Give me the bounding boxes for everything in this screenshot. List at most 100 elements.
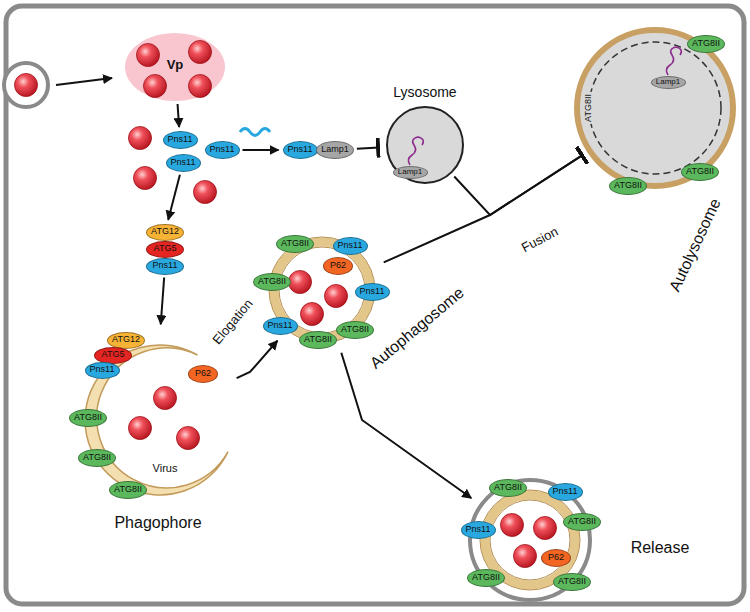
- protein-label: Lamp1: [656, 78, 680, 87]
- protein-oval: P62: [541, 549, 571, 567]
- protein-label: ATG8II: [686, 167, 714, 177]
- arrow-connector: [178, 104, 180, 127]
- protein-oval: Pns11: [461, 521, 496, 539]
- protein-oval: Lamp1: [393, 166, 428, 179]
- protein-label: Pns11: [268, 321, 293, 331]
- protein-oval: Pns11: [355, 283, 390, 301]
- protein-oval: P62: [323, 257, 353, 275]
- protein-oval: Pns11: [85, 362, 120, 379]
- entry-vesicle: [4, 63, 48, 107]
- edge-label: Fusion: [518, 224, 563, 257]
- viral-rna: [240, 129, 270, 136]
- organelle-label: Phagophore: [114, 514, 201, 532]
- protein-label: Pns11: [171, 158, 196, 168]
- annotation-label: ATG8II: [584, 92, 594, 124]
- protein-oval: Pns11: [548, 483, 583, 501]
- protein-label: ATG8II: [558, 577, 586, 587]
- organelle: AutophagosomePns11Pns11Pns11ATG8IIATG8II…: [257, 228, 387, 353]
- protein-oval: Lamp1: [316, 141, 354, 159]
- protein-oval: Pns11: [146, 258, 184, 275]
- protein-label: Pns11: [288, 145, 313, 155]
- protein-label: ATG8II: [258, 277, 286, 287]
- protein-label: Pns11: [553, 487, 578, 497]
- organelle: LysosomeLamp1: [385, 105, 465, 185]
- protein-oval: Pns11: [205, 141, 240, 159]
- lysosome-shape: [387, 107, 463, 183]
- arrow-connector: [168, 175, 180, 220]
- protein-oval: Pns11: [163, 131, 198, 149]
- protein-oval: ATG8II: [687, 35, 725, 53]
- protein-oval: ATG8II: [489, 479, 527, 497]
- arrow-connector: [161, 277, 164, 324]
- protein-oval: P62: [188, 365, 218, 383]
- arrow-connector: [341, 353, 471, 498]
- protein-oval: ATG8II: [253, 273, 291, 291]
- protein-label: ATG8II: [472, 573, 500, 583]
- protein-oval: Pns11: [166, 154, 201, 172]
- protein-oval: ATG8II: [563, 513, 601, 531]
- organelle: Vp: [125, 33, 225, 101]
- organelle-label: Release: [631, 539, 690, 557]
- viroplasm: [125, 33, 225, 101]
- protein-label: ATG12: [112, 335, 140, 345]
- protein-label: ATG8II: [692, 39, 720, 49]
- protein-label: ATG5: [154, 244, 177, 254]
- protein-label: Lamp1: [321, 145, 349, 155]
- protein-oval: ATG5: [94, 347, 132, 364]
- protein-oval: ATG12: [107, 332, 145, 349]
- protein-oval: Pns11: [263, 317, 298, 335]
- annotation-label: Virus: [151, 462, 180, 474]
- protein-oval: ATG12: [146, 224, 184, 241]
- protein-oval: ATG8II: [109, 481, 147, 499]
- inhibition-connector: [357, 148, 379, 149]
- protein-label: Lamp1: [398, 168, 422, 177]
- organelle: ReleasePns11Pns11ATG8IIATG8IIATG8IIATG8I…: [460, 475, 600, 605]
- protein-oval: ATG8II: [276, 235, 314, 253]
- arrow-connector: [237, 341, 278, 378]
- protein-label: Pns11: [210, 145, 235, 155]
- edge-label: Elogation: [209, 295, 257, 349]
- protein-oval: Pns11: [283, 141, 318, 159]
- cell-membrane: [6, 6, 744, 604]
- protein-label: P62: [330, 261, 346, 271]
- inhibition-connector: [454, 155, 583, 215]
- protein-oval: ATG5: [146, 241, 184, 258]
- protein-label: Pns11: [153, 261, 178, 271]
- protein-label: ATG8II: [341, 325, 369, 335]
- protein-label: ATG8II: [304, 335, 332, 345]
- protein-label: ATG8II: [614, 181, 642, 191]
- arrow-connector: [243, 149, 279, 151]
- protein-oval: ATG8II: [336, 321, 374, 339]
- protein-oval: Lamp1: [651, 76, 686, 89]
- protein-label: ATG8II: [74, 413, 102, 423]
- protein-label: ATG8II: [494, 483, 522, 493]
- protein-oval: ATG8II: [609, 177, 647, 195]
- protein-label: Pns11: [466, 525, 491, 535]
- organelle: AutolysosomeATG8IIATG8IIATG8IILamp1: [575, 28, 735, 188]
- protein-oval: ATG8II: [69, 409, 107, 427]
- inhibition-connector: [384, 155, 583, 263]
- protein-oval: ATG8II: [681, 163, 719, 181]
- protein-oval: ATG8II: [553, 573, 591, 591]
- protein-oval: ATG8II: [467, 569, 505, 587]
- entry-arrow: [56, 78, 112, 85]
- protein-label: Pns11: [90, 365, 115, 375]
- protein-label: ATG8II: [83, 453, 111, 463]
- protein-label: Pns11: [168, 135, 193, 145]
- protein-label: ATG5: [102, 350, 125, 360]
- organelle: PhagophoreATG12ATG5Pns11ATG8IIATG8IIATG8…: [66, 328, 242, 505]
- protein-oval: ATG8II: [299, 331, 337, 349]
- organelle-label: Vp: [167, 58, 184, 72]
- protein-label: ATG8II: [568, 517, 596, 527]
- organelle-label: Lysosome: [393, 85, 456, 100]
- protein-label: ATG8II: [114, 485, 142, 495]
- autolysosome-shape: [577, 30, 733, 186]
- protein-oval: ATG8II: [78, 449, 116, 467]
- protein-label: ATG12: [151, 227, 179, 237]
- protein-label: ATG8II: [281, 239, 309, 249]
- protein-label: Pns11: [338, 241, 363, 251]
- release-vesicle: [470, 480, 590, 600]
- protein-label: P62: [548, 553, 564, 563]
